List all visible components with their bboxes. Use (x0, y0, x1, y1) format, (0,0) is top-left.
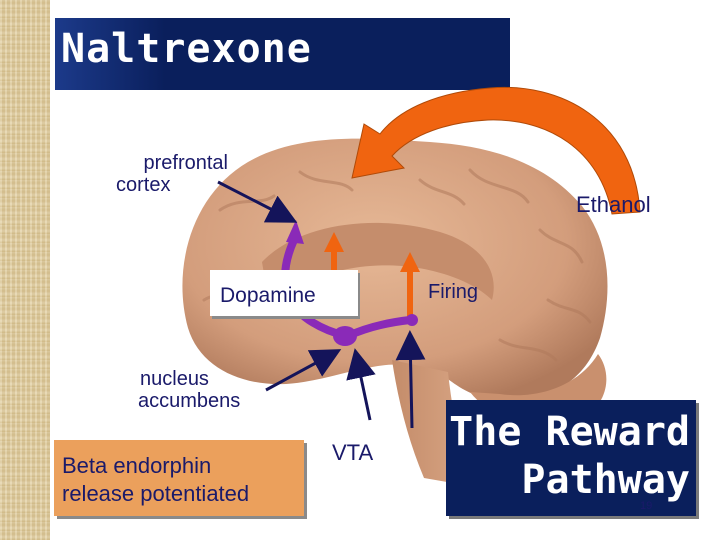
slide-page-number: 19 (640, 500, 653, 512)
ethanol-arrow (351, 86, 641, 215)
prefrontal-pointer-arrow (217, 180, 298, 223)
vta-pointer-arrow (346, 348, 376, 421)
nucleus-pointer-arrow (265, 349, 342, 392)
vta-node (406, 314, 418, 326)
corpus-callosum (262, 222, 494, 310)
prefrontal-label-line-1: prefrontal (143, 152, 229, 174)
beta-endorphin-label: Beta endorphin release potentiated (62, 452, 249, 508)
reward-pathway-title: The Reward Pathway (446, 408, 690, 504)
nucleus-accumbens-label: nucleus accumbens (138, 368, 240, 412)
reward-line-2: Pathway (521, 457, 690, 503)
vta-label: VTA (332, 440, 374, 465)
dopamine-label: Dopamine (220, 284, 316, 307)
ethanol-label: Ethanol (576, 192, 651, 217)
reward-line-1: The Reward (449, 409, 690, 455)
parchment-side-border (0, 0, 50, 540)
slide-title: Naltrexone (61, 26, 312, 72)
firing-pointer-arrow (395, 330, 426, 429)
beta-label-line-1: Beta endorphin (62, 453, 212, 478)
prefrontal-label-line-2: cortex (116, 174, 171, 196)
prefrontal-cortex-label: prefrontal cortex (116, 152, 228, 196)
nucleus-label-line-2: accumbens (138, 390, 241, 412)
dopamine-label-box (210, 270, 358, 316)
reward-pathway-box (446, 400, 696, 516)
nucleus-accumbens-node (333, 326, 357, 346)
beta-label-line-2: release potentiated (62, 481, 250, 506)
title-bar (55, 18, 510, 90)
firing-label: Firing (428, 281, 479, 303)
beta-endorphin-box (54, 440, 304, 516)
nucleus-label-line-1: nucleus (140, 368, 209, 390)
dopamine-arrow-head (286, 220, 304, 244)
